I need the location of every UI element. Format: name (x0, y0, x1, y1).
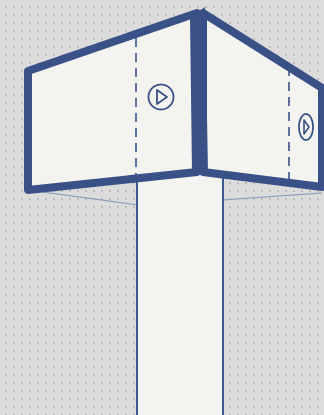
left-bottom-dashed-edge (135, 169, 195, 178)
ground-shadow-lines (27, 189, 323, 206)
sign-right-face (199, 9, 324, 191)
sign-left-panel (24, 9, 201, 194)
play-icon (298, 113, 314, 141)
shadow-line-left (27, 189, 139, 206)
shadow-line-right (221, 192, 323, 201)
sign-left-face (24, 9, 201, 194)
sign-right-panel (199, 9, 324, 191)
sign-corner-edge (190, 7, 208, 172)
play-icon (147, 83, 175, 111)
sign-post (136, 167, 224, 415)
